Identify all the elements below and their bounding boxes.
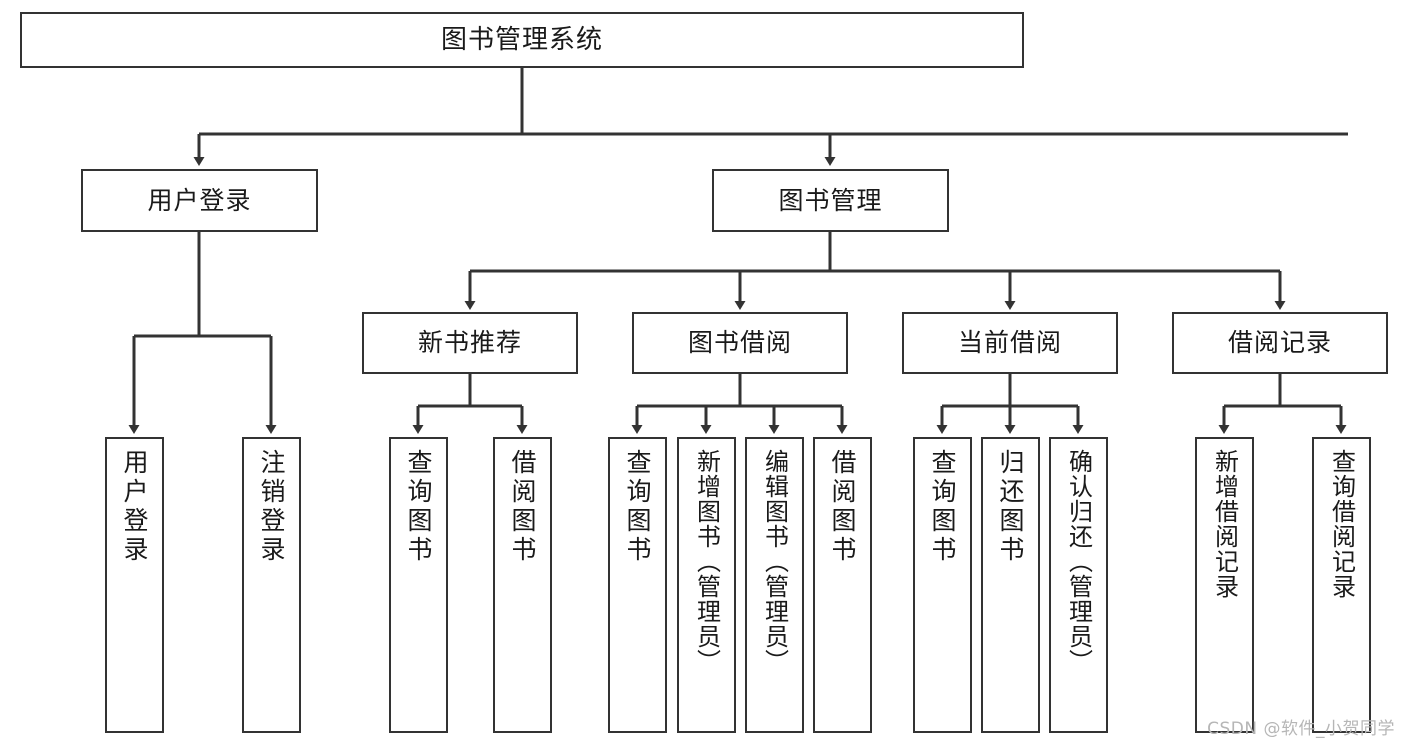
- node-leaf-edit-book[interactable]: 编辑图书（管理员）: [745, 437, 804, 733]
- csdn-watermark: CSDN @软件_小贺同学: [1207, 719, 1395, 739]
- node-leaf-add-record-label: 新增借阅记录: [1210, 449, 1239, 599]
- node-leaf-logout-label: 注销登录: [257, 449, 286, 565]
- node-book-manage[interactable]: 图书管理: [712, 169, 949, 232]
- node-leaf-query-book-2-label: 查询图书: [623, 449, 652, 565]
- node-book-borrow-label: 图书借阅: [687, 328, 792, 358]
- node-leaf-return-book[interactable]: 归还图书: [981, 437, 1040, 733]
- node-user-login[interactable]: 用户登录: [81, 169, 318, 232]
- node-new-book-recommend[interactable]: 新书推荐: [362, 312, 578, 374]
- node-leaf-edit-book-label: 编辑图书（管理员）: [760, 449, 789, 674]
- node-leaf-query-record[interactable]: 查询借阅记录: [1312, 437, 1371, 733]
- node-leaf-confirm-return-label: 确认归还（管理员）: [1064, 449, 1093, 674]
- node-leaf-add-book[interactable]: 新增图书（管理员）: [677, 437, 736, 733]
- node-leaf-add-record[interactable]: 新增借阅记录: [1195, 437, 1254, 733]
- node-current-borrow-label: 当前借阅: [957, 328, 1062, 358]
- node-book-manage-label: 图书管理: [778, 185, 883, 215]
- node-current-borrow[interactable]: 当前借阅: [902, 312, 1118, 374]
- node-leaf-borrow-book-2[interactable]: 借阅图书: [813, 437, 872, 733]
- node-borrow-record-label: 借阅记录: [1227, 328, 1332, 358]
- node-leaf-return-book-label: 归还图书: [996, 449, 1025, 565]
- node-leaf-query-book-2[interactable]: 查询图书: [608, 437, 667, 733]
- node-leaf-query-record-label: 查询借阅记录: [1327, 449, 1356, 599]
- node-user-login-label: 用户登录: [147, 185, 252, 215]
- node-root-label: 图书管理系统: [440, 24, 603, 55]
- node-leaf-query-book-1[interactable]: 查询图书: [389, 437, 448, 733]
- node-leaf-borrow-book-1[interactable]: 借阅图书: [493, 437, 552, 733]
- node-leaf-borrow-book-2-label: 借阅图书: [828, 449, 857, 565]
- node-leaf-query-book-3-label: 查询图书: [928, 449, 957, 565]
- node-leaf-confirm-return[interactable]: 确认归还（管理员）: [1049, 437, 1108, 733]
- node-book-borrow[interactable]: 图书借阅: [632, 312, 848, 374]
- node-leaf-user-login[interactable]: 用户登录: [105, 437, 164, 733]
- node-borrow-record[interactable]: 借阅记录: [1172, 312, 1388, 374]
- node-leaf-add-book-label: 新增图书（管理员）: [692, 449, 721, 674]
- node-root[interactable]: 图书管理系统: [20, 12, 1024, 68]
- node-leaf-query-book-1-label: 查询图书: [404, 449, 433, 565]
- node-leaf-borrow-book-1-label: 借阅图书: [508, 449, 537, 565]
- node-leaf-user-login-label: 用户登录: [120, 449, 149, 565]
- node-leaf-query-book-3[interactable]: 查询图书: [913, 437, 972, 733]
- node-leaf-logout[interactable]: 注销登录: [242, 437, 301, 733]
- node-new-book-recommend-label: 新书推荐: [417, 328, 522, 358]
